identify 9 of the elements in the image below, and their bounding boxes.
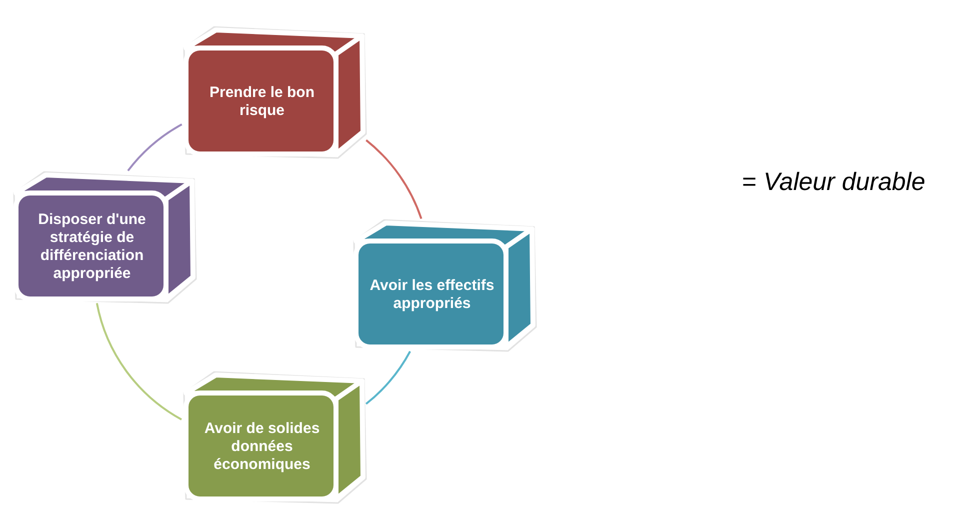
box-label: Avoir les effectifs appropriés <box>368 277 496 313</box>
connector-arc <box>127 124 182 172</box>
box-label: Prendre le bon risque <box>208 84 316 120</box>
box-label: Avoir de solides données économiques <box>203 420 321 474</box>
note-text: = Valeur durable <box>742 168 926 197</box>
connector-arc <box>96 302 182 420</box>
connector-arc <box>365 350 411 405</box>
box-label: Disposer d'une stratégie de différenciation appropriée <box>37 211 147 283</box>
connector-arc <box>366 139 422 220</box>
